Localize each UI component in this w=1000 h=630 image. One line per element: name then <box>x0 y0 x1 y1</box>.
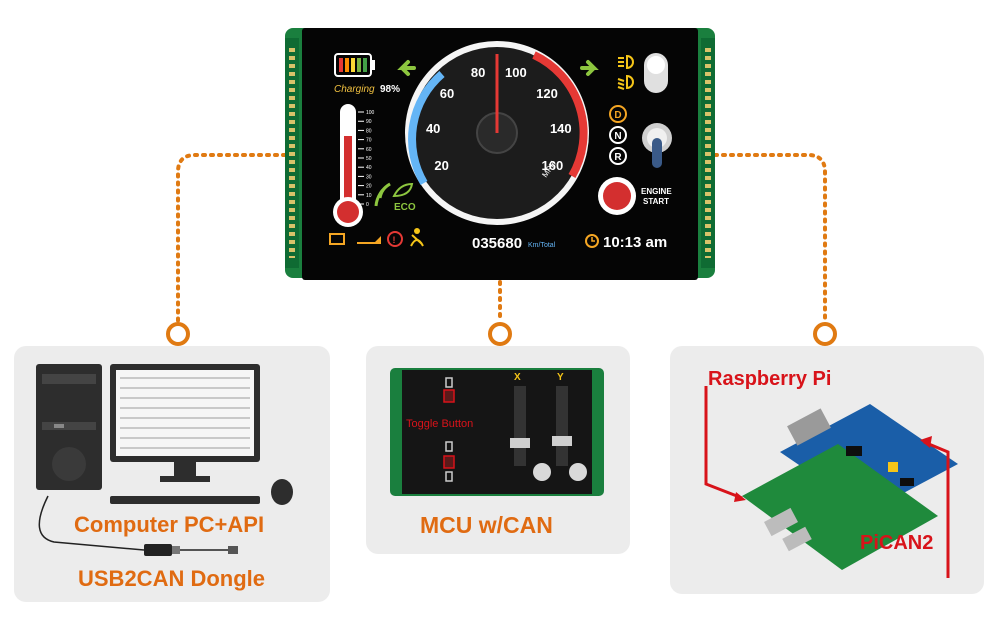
thermometer-tick-label: 100 <box>366 110 375 116</box>
right-arrow-icon <box>580 60 599 76</box>
toggle-button-indicator[interactable] <box>443 389 455 403</box>
eco-label: ECO <box>394 202 416 213</box>
picam-board-icon <box>742 404 958 570</box>
gear-selector: DNR <box>609 105 627 165</box>
pi-pointer-arrow <box>704 386 743 500</box>
pican2-label: PiCAN2 <box>860 532 934 554</box>
mouse-icon <box>271 479 293 505</box>
usb-dongle-icon <box>144 544 238 556</box>
thermometer-tick-label: 40 <box>366 165 372 171</box>
speed-tick-label: 80 <box>471 65 485 80</box>
speed-tick-label: 20 <box>434 158 448 173</box>
mcu-screen: X Y Toggle Button <box>402 370 592 494</box>
odometer-unit: Km/Total <box>528 242 556 249</box>
thermometer-tick-label: 80 <box>366 128 372 134</box>
axis-y-label: Y <box>557 372 564 383</box>
thermometer-icon <box>333 104 363 227</box>
thermometer-tick-label: 90 <box>366 119 372 125</box>
raspberry-panel: Raspberry Pi PiCAN2 <box>670 346 984 594</box>
clock-time: 10:13 am <box>603 234 667 251</box>
speed-tick-label: 140 <box>550 121 572 136</box>
gear-indicator-ring <box>609 147 627 165</box>
thermometer-tick-label: 10 <box>366 193 372 199</box>
battery-icon <box>334 53 375 77</box>
engine-label-1: ENGINE <box>641 187 672 196</box>
svg-text:!: ! <box>393 235 396 245</box>
monitor-icon <box>110 364 260 482</box>
computer-panel: Computer PC+API USB2CAN Dongle <box>14 346 330 602</box>
pican-pointer-arrow <box>923 440 950 578</box>
thermometer-tick-label: 50 <box>366 156 372 162</box>
gear-indicator-label: R <box>614 152 622 163</box>
thermometer-tick-label: 20 <box>366 184 372 190</box>
speed-tick-label: 160 <box>542 158 564 173</box>
round-button[interactable] <box>533 463 551 481</box>
check-engine-icon <box>329 233 345 245</box>
engine-start-button[interactable] <box>598 177 636 215</box>
gear-indicator-ring <box>609 126 627 144</box>
thermometer-tick-label: 0 <box>366 202 369 208</box>
toggle-button-label: Toggle Button <box>406 418 474 430</box>
joystick-knob[interactable] <box>569 463 587 481</box>
keyboard-icon <box>110 496 260 504</box>
left-arrow-icon <box>397 60 416 76</box>
headlight-low-icon <box>617 74 634 90</box>
gear-indicator-label: D <box>614 110 621 121</box>
thermometer-tick-label: 70 <box>366 138 372 144</box>
speed-tick-label: 40 <box>426 121 440 136</box>
brake-warning-icon: ! <box>387 231 403 247</box>
speed-tick-label: 120 <box>536 86 558 101</box>
speed-tick-label: 100 <box>505 65 527 80</box>
raspberry-pi-label: Raspberry Pi <box>708 368 832 390</box>
engine-label-2: START <box>643 197 669 206</box>
odometer-value: 035680 <box>472 235 522 252</box>
speed-tick-label: 60 <box>440 86 454 101</box>
axis-x-label: X <box>514 372 521 383</box>
thermometer-tick-label: 30 <box>366 174 372 180</box>
computer-label: Computer PC+API <box>74 512 265 537</box>
headlight-high-icon <box>618 54 634 70</box>
mcu-panel: X Y Toggle Button MCU w/CAN <box>366 346 630 554</box>
charging-label: Charging <box>334 84 375 95</box>
eco-leaf-icon <box>374 182 414 207</box>
charge-percent: 98% <box>380 84 400 95</box>
thermometer-tick-label: 60 <box>366 147 372 153</box>
slider-y[interactable] <box>552 386 572 466</box>
gear-indicator-label: N <box>614 131 621 142</box>
oil-can-icon <box>357 236 381 244</box>
gear-lever-toggle[interactable] <box>642 123 672 168</box>
clock-icon <box>585 234 599 248</box>
dongle-label: USB2CAN Dongle <box>78 566 266 591</box>
gear-indicator-ring <box>609 105 627 123</box>
mcu-label: MCU w/CAN <box>420 512 553 538</box>
slider-x[interactable] <box>510 386 530 466</box>
toggle-button-indicator-2[interactable] <box>443 455 455 469</box>
seatbelt-icon <box>410 228 424 247</box>
pc-tower-icon <box>36 364 102 490</box>
